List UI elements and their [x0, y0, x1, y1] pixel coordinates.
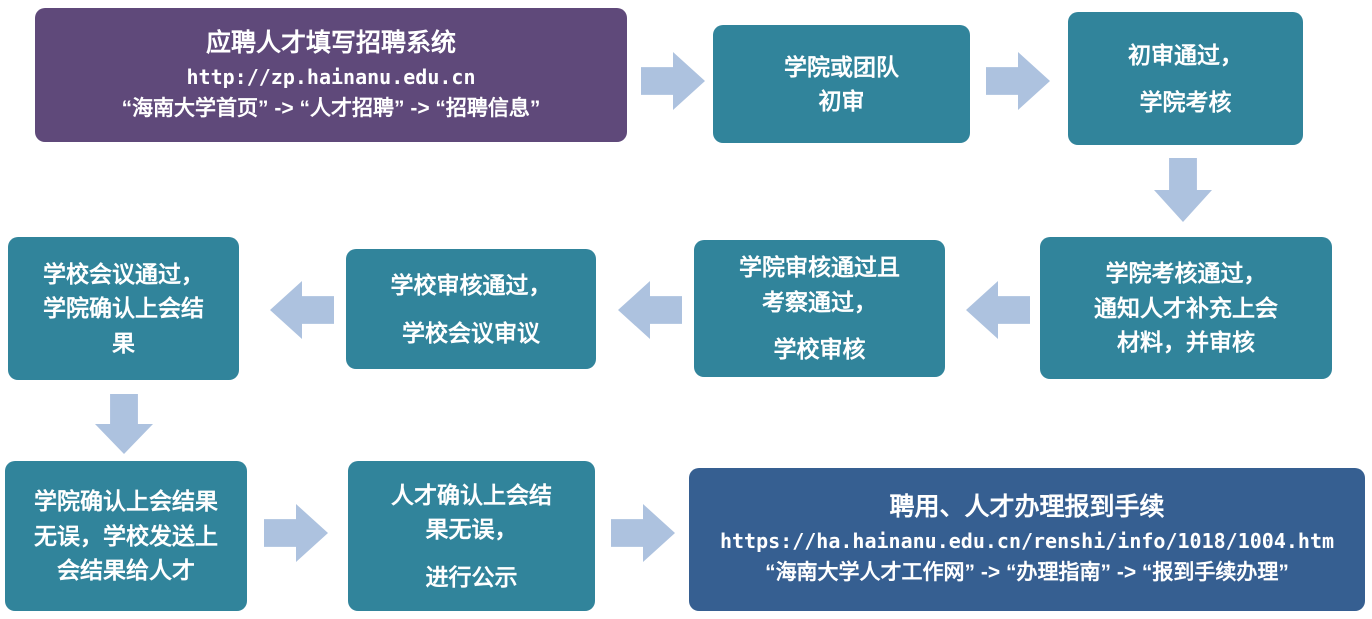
- node-school-meeting-pass-line2: 学院确认上会结: [43, 295, 204, 322]
- arrow-down-icon-1: [1154, 158, 1212, 222]
- node-college-confirm-result: 学院确认上会结果 无误，学校发送上 会结果给人才: [5, 461, 247, 611]
- arrow-left-icon-2: [618, 281, 682, 339]
- node-school-meeting-pass-line3: 果: [112, 329, 135, 356]
- node-school-meeting-pass: 学校会议通过， 学院确认上会结 果: [8, 237, 239, 380]
- node-talent-confirm-result-line2: 果无误，: [425, 516, 518, 543]
- node-team-initial-review: 学院或团队 初审: [713, 25, 970, 143]
- node-school-review-pass-line1: 学校审核通过，: [390, 272, 552, 298]
- node-team-initial-review-line2: 初审: [818, 88, 865, 114]
- node-school-review-pass-line2: 学校会议审议: [402, 319, 540, 346]
- node-college-review-pass-line2: 考察通过，: [762, 288, 877, 315]
- node-team-initial-review-line1: 学院或团队: [784, 53, 899, 80]
- node-college-review-pass: 学院审核通过且 考察通过， 学校审核: [694, 240, 945, 377]
- node-hire-register-title: 聘用、人才办理报到手续: [889, 493, 1165, 522]
- node-college-confirm-result-line1: 学院确认上会结果: [34, 488, 218, 515]
- node-college-review-pass-line3: 学校审核: [773, 336, 866, 363]
- node-college-confirm-result-line3: 会结果给人才: [57, 557, 195, 584]
- node-hire-register-url: https://ha.hainanu.edu.cn/renshi/info/10…: [719, 529, 1335, 554]
- node-school-review-pass: 学校审核通过， 学校会议审议: [346, 249, 596, 369]
- arrow-right-icon-4: [611, 504, 675, 562]
- node-hire-register: 聘用、人才办理报到手续 https://ha.hainanu.edu.cn/re…: [689, 468, 1365, 611]
- node-college-assess-pass: 学院考核通过， 通知人才补充上会 材料，并审核: [1040, 237, 1332, 379]
- node-apply-title: 应聘人才填写招聘系统: [205, 28, 456, 57]
- node-apply-path: “海南大学首页” -> “人才招聘” -> “招聘信息”: [121, 96, 541, 120]
- node-initial-pass-line1: 初审通过，: [1128, 41, 1243, 68]
- node-apply-system: 应聘人才填写招聘系统 http://zp.hainanu.edu.cn “海南大…: [35, 8, 627, 142]
- arrow-right-icon-1: [641, 52, 705, 110]
- node-school-meeting-pass-line1: 学校会议通过，: [43, 260, 204, 287]
- node-college-assess-pass-line3: 材料，并审核: [1117, 329, 1255, 356]
- node-initial-pass: 初审通过， 学院考核: [1068, 12, 1303, 145]
- node-college-assess-pass-line2: 通知人才补充上会: [1094, 294, 1278, 321]
- node-apply-url: http://zp.hainanu.edu.cn: [186, 64, 476, 89]
- arrow-down-icon-2: [95, 394, 153, 454]
- arrow-left-icon-3: [270, 281, 334, 339]
- node-initial-pass-line2: 学院考核: [1139, 89, 1232, 115]
- node-hire-register-path: “海南大学人才工作网” -> “办理指南” -> “报到手续办理”: [765, 561, 1289, 585]
- arrow-left-icon-1: [966, 281, 1030, 339]
- node-talent-confirm-result-line1: 人才确认上会结: [391, 481, 552, 508]
- node-college-assess-pass-line1: 学院考核通过，: [1105, 260, 1267, 287]
- arrow-right-icon-3: [264, 504, 328, 562]
- node-college-review-pass-line1: 学院审核通过且: [739, 254, 900, 281]
- arrow-right-icon-2: [986, 52, 1050, 110]
- node-talent-confirm-result: 人才确认上会结 果无误， 进行公示: [348, 461, 595, 611]
- node-college-confirm-result-line2: 无误，学校发送上: [34, 522, 218, 549]
- node-talent-confirm-result-line3: 进行公示: [425, 563, 518, 590]
